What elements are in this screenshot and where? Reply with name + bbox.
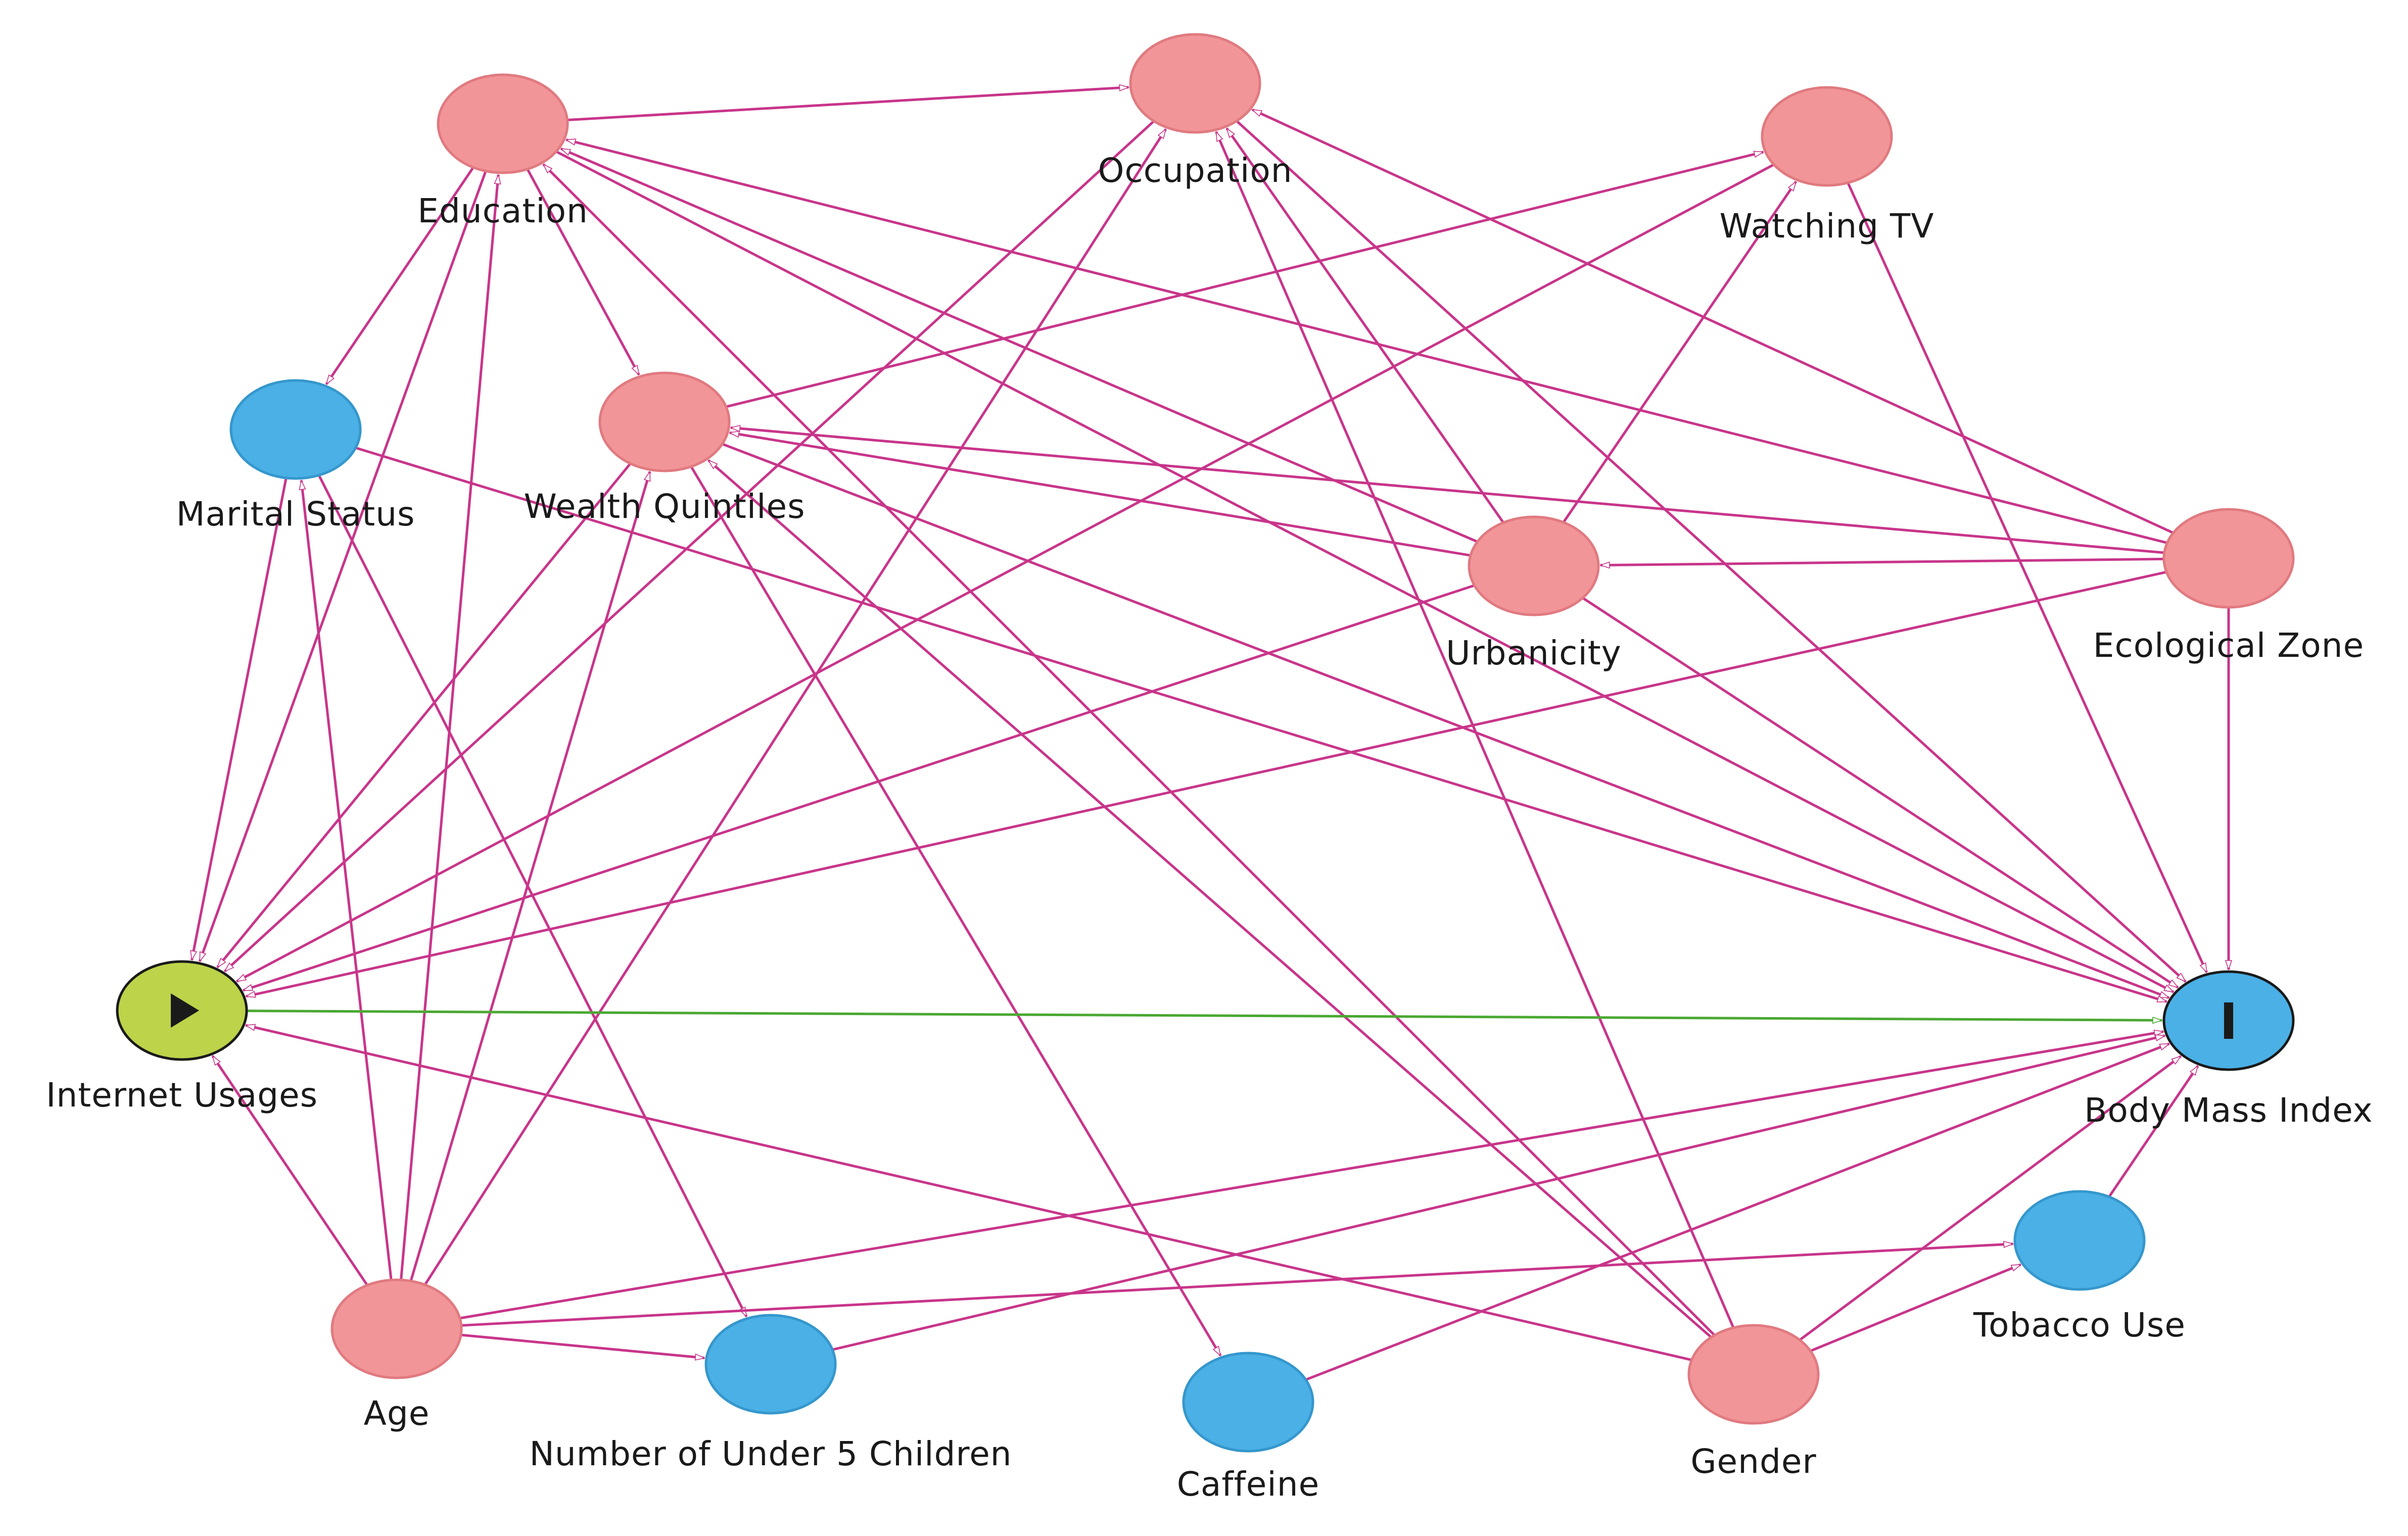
edge-urbanicity-to-internet_usages	[243, 584, 1474, 992]
play-icon	[171, 993, 199, 1028]
edge-gender-to-tobacco_use	[1811, 1263, 2020, 1352]
edge-tobacco_use-to-body_mass_index	[2108, 1066, 2199, 1197]
node-wealth-quintiles[interactable]: Wealth Quintiles	[524, 371, 806, 526]
edge-caffeine-to-body_mass_index	[1306, 1042, 2169, 1381]
edge-ecological_zone-to-education	[566, 138, 2167, 544]
node-ellipse[interactable]	[2162, 508, 2295, 609]
edge-age-to-body_mass_index	[460, 1032, 2163, 1320]
edge-gender-to-occupation	[1215, 132, 1734, 1327]
edge-watching_tv-to-internet_usages	[237, 164, 1774, 983]
edge-education-to-internet_usages	[198, 171, 487, 961]
edge-marital_status-to-body_mass_index	[356, 447, 2167, 1003]
edge-marital_status-to-internet_usages	[192, 478, 288, 960]
node-under5[interactable]: Number of Under 5 Children	[529, 1314, 1012, 1473]
node-label: Urbanicity	[1446, 634, 1622, 673]
node-ellipse[interactable]	[1182, 1352, 1314, 1453]
edge-education-to-wealth_quintiles	[527, 169, 640, 374]
edge-occupation-to-internet_usages	[225, 121, 1154, 973]
node-label: Wealth Quintiles	[524, 487, 806, 526]
edge-education-to-body_mass_index	[556, 151, 2174, 993]
node-ellipse[interactable]	[229, 379, 362, 480]
node-gender[interactable]: Gender	[1687, 1324, 1820, 1481]
edge-age-to-internet_usages	[211, 1056, 368, 1285]
node-ellipse[interactable]	[437, 73, 569, 174]
node-label: Gender	[1690, 1442, 1816, 1481]
node-label: Watching TV	[1720, 207, 1934, 246]
node-ellipse[interactable]	[1761, 86, 1893, 187]
edge-gender-to-body_mass_index	[1800, 1055, 2181, 1340]
node-label: Age	[364, 1394, 430, 1433]
node-ellipse[interactable]	[1687, 1324, 1820, 1425]
edge-urbanicity-to-wealth_quintiles	[730, 433, 1470, 557]
edge-urbanicity-to-occupation	[1225, 128, 1504, 523]
node-ellipse[interactable]	[2013, 1190, 2146, 1291]
edge-ecological_zone-to-internet_usages	[246, 571, 2166, 996]
node-ellipse[interactable]	[1468, 515, 1600, 616]
edge-age-to-occupation	[424, 129, 1167, 1285]
edge-age-to-under5	[461, 1333, 704, 1358]
edge-urbanicity-to-body_mass_index	[1583, 597, 2178, 989]
node-ellipse[interactable]	[704, 1314, 837, 1415]
node-ecological-zone[interactable]: Ecological Zone	[2093, 508, 2364, 665]
node-education[interactable]: Education	[417, 73, 588, 230]
edge-wealth_quintiles-to-caffeine	[690, 466, 1222, 1356]
node-label: Caffeine	[1177, 1465, 1319, 1504]
edge-watching_tv-to-body_mass_index	[1847, 183, 2208, 973]
edge-age-to-wealth_quintiles	[410, 471, 651, 1281]
node-label: Number of Under 5 Children	[529, 1434, 1012, 1473]
edge-education-to-marital_status	[325, 167, 474, 384]
node-label: Occupation	[1098, 151, 1292, 190]
edge-wealth_quintiles-to-body_mass_index	[723, 443, 2169, 999]
node-occupation[interactable]: Occupation	[1098, 33, 1292, 190]
edge-age-to-tobacco_use	[462, 1244, 2013, 1327]
edge-gender-to-wealth_quintiles	[709, 459, 1712, 1338]
edge-occupation-to-body_mass_index	[1236, 120, 2186, 983]
edge-ecological_zone-to-urbanicity	[1600, 557, 2163, 565]
edge-age-to-education	[400, 175, 498, 1279]
edge-gender-to-education	[543, 164, 1715, 1336]
edge-wealth_quintiles-to-watching_tv	[727, 151, 1764, 408]
edge-urbanicity-to-education	[561, 148, 1477, 543]
edges-layer	[192, 87, 2229, 1381]
node-label: Tobacco Use	[1973, 1306, 2186, 1345]
causal-edge-internet_usages-to-body_mass_index	[247, 1010, 2162, 1021]
edge-ecological_zone-to-occupation	[1252, 108, 2173, 534]
node-label: Body Mass Index	[2084, 1091, 2373, 1130]
node-internet-usages[interactable]: Internet Usages	[46, 960, 318, 1115]
node-marital-status[interactable]: Marital Status	[176, 379, 415, 534]
node-tobacco-use[interactable]: Tobacco Use	[1973, 1190, 2186, 1345]
node-caffeine[interactable]: Caffeine	[1177, 1352, 1319, 1504]
node-ellipse[interactable]	[598, 371, 731, 472]
node-label: Marital Status	[176, 495, 415, 534]
node-body-mass-index[interactable]: Body Mass Index	[2084, 970, 2373, 1130]
edge-age-to-marital_status	[301, 481, 393, 1279]
node-watching-tv[interactable]: Watching TV	[1720, 86, 1934, 246]
edge-wealth_quintiles-to-internet_usages	[216, 463, 631, 968]
edge-urbanicity-to-watching_tv	[1563, 181, 1798, 522]
node-ellipse[interactable]	[330, 1278, 463, 1379]
node-age[interactable]: Age	[330, 1278, 463, 1433]
edge-education-to-occupation	[568, 87, 1129, 121]
edge-under5-to-body_mass_index	[833, 1036, 2165, 1351]
node-label: Education	[417, 191, 588, 230]
node-label: Ecological Zone	[2093, 626, 2364, 665]
node-ellipse[interactable]	[1129, 33, 1261, 134]
node-urbanicity[interactable]: Urbanicity	[1446, 515, 1622, 673]
node-label: Internet Usages	[46, 1076, 318, 1115]
bar-icon	[2224, 1002, 2233, 1039]
edge-gender-to-internet_usages	[246, 1025, 1691, 1361]
edge-ecological_zone-to-wealth_quintiles	[731, 427, 2164, 554]
